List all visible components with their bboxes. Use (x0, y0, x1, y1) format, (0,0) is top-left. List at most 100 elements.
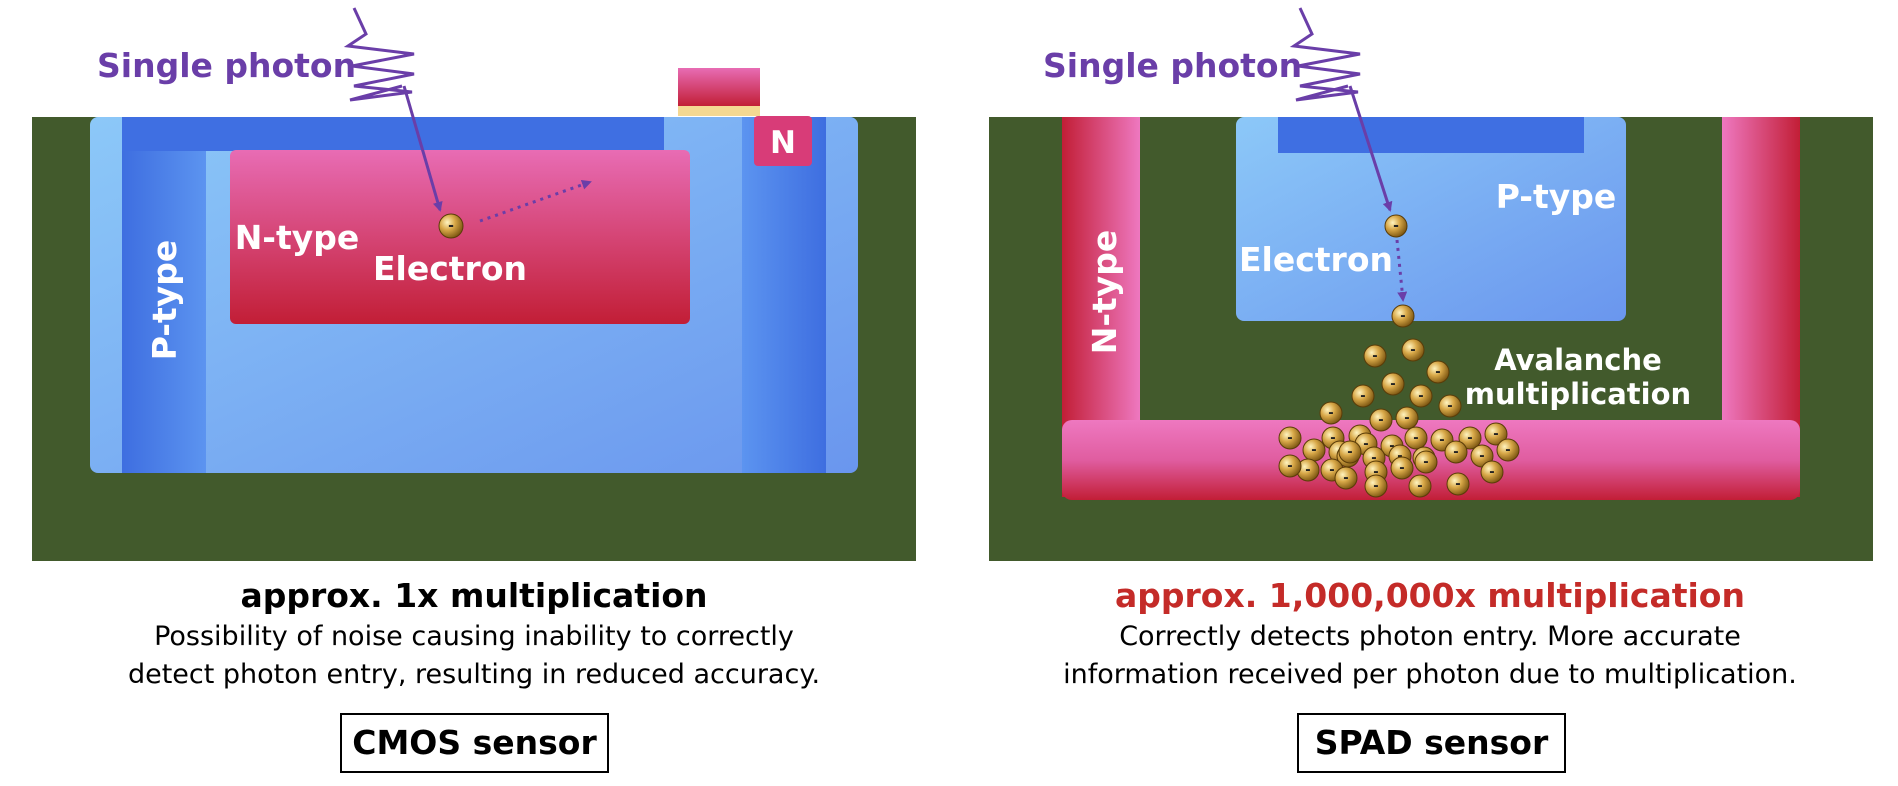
avalanche-electron: - (1363, 344, 1387, 368)
avalanche-electron: - (1446, 472, 1470, 496)
cmos-caption: approx. 1x multiplication Possibility of… (34, 576, 914, 694)
electron-drift-arrow (479, 179, 592, 223)
svg-text:-: - (1423, 455, 1428, 470)
avalanche-electron: - (1391, 304, 1415, 328)
svg-text:-: - (1287, 431, 1292, 446)
n-contact (754, 116, 812, 166)
p-type-right-column (742, 117, 826, 473)
n-contact-label: N (770, 125, 796, 161)
p-type-left-column (122, 117, 206, 473)
svg-text:-: - (1418, 389, 1423, 404)
avalanche-electron: - (1480, 460, 1504, 484)
svg-text:-: - (1389, 439, 1394, 454)
avalanche-electron: - (1381, 372, 1405, 396)
spad-description-line2: information received per photon due to m… (1063, 659, 1797, 690)
cmos-description-line2: detect photon entry, resulting in reduce… (127, 659, 821, 690)
avalanche-electron: - (1404, 426, 1428, 450)
avalanche-electron: - (1319, 401, 1343, 425)
avalanche-electron: - (1351, 384, 1375, 408)
svg-text:-: - (1399, 461, 1404, 476)
avalanche-label-line1: Avalanche (1494, 343, 1662, 377)
svg-text:-: - (1347, 445, 1352, 460)
svg-text:-: - (1467, 431, 1472, 446)
svg-text:-: - (1390, 377, 1395, 392)
electron-label-right: Electron (1239, 240, 1393, 279)
svg-text:-: - (1489, 465, 1494, 480)
electron-fall-arrow (1395, 239, 1408, 302)
avalanche-electron: - (1438, 394, 1462, 418)
svg-text:-: - (1413, 431, 1418, 446)
svg-text:-: - (1372, 349, 1377, 364)
svg-text:-: - (1305, 463, 1310, 478)
svg-text:-: - (1410, 343, 1415, 358)
avalanche-label-line2: multiplication (1465, 377, 1691, 411)
svg-text:-: - (1373, 479, 1378, 494)
cmos-diagram: N P-type N-type Electron Single photon - (32, 7, 916, 561)
svg-text:-: - (1439, 433, 1444, 448)
svg-text:-: - (1400, 309, 1405, 324)
svg-text:-: - (1435, 365, 1440, 380)
p-type-top-band-right (1278, 117, 1584, 153)
avalanche-electron: - (1338, 440, 1362, 464)
transfer-gate-oxide (678, 104, 760, 116)
spad-description-line1: Correctly detects photon entry. More acc… (1119, 621, 1741, 652)
electron-label-left: Electron (373, 249, 527, 288)
spad-diagram: N-type P-type Electron Avalanche multipl… (989, 7, 1873, 561)
photon-wave-right (1289, 7, 1361, 102)
p-type-label-left: P-type (145, 240, 184, 361)
spad-caption: approx. 1,000,000x multiplication Correc… (990, 576, 1870, 694)
svg-text:-: - (1505, 443, 1510, 458)
svg-text:-: - (448, 218, 454, 234)
cmos-sensor-label: CMOS sensor (340, 713, 609, 773)
avalanche-electron: - (1414, 450, 1438, 474)
photon-path-right (1348, 85, 1393, 212)
svg-text:-: - (1447, 399, 1452, 414)
n-type-label-left: N-type (235, 218, 360, 257)
avalanche-electron: - (1278, 454, 1302, 478)
avalanche-electron: - (1334, 466, 1358, 490)
avalanche-electron: - (1302, 438, 1326, 462)
svg-text:-: - (1373, 465, 1378, 480)
avalanche-electron: - (1426, 360, 1450, 384)
avalanche-electron: - (1408, 474, 1432, 498)
electron-left: - (438, 213, 464, 239)
avalanche-electron: - (1401, 338, 1425, 362)
avalanche-electron: - (1484, 422, 1508, 446)
n-type-region-left (230, 150, 690, 324)
svg-text:-: - (1343, 471, 1348, 486)
svg-text:-: - (1329, 463, 1334, 478)
svg-text:-: - (1453, 445, 1458, 460)
svg-text:-: - (1371, 451, 1376, 466)
svg-text:-: - (1455, 477, 1460, 492)
avalanche-electron: - (1409, 384, 1433, 408)
avalanche-electron: - (1390, 456, 1414, 480)
svg-text:-: - (1479, 449, 1484, 464)
transfer-gate (678, 68, 760, 106)
p-type-label-right: P-type (1496, 177, 1617, 216)
electron-right-incoming: - (1384, 214, 1408, 238)
svg-text:-: - (1360, 389, 1365, 404)
p-type-top-band (122, 117, 664, 151)
n-type-label-right: N-type (1085, 230, 1124, 355)
photon-label-left: Single photon (97, 46, 356, 85)
cmos-description-line1: Possibility of noise causing inability t… (154, 621, 794, 652)
spad-sensor-label: SPAD sensor (1297, 713, 1566, 773)
avalanche-electron: - (1369, 408, 1393, 432)
svg-text:-: - (1311, 443, 1316, 458)
svg-text:-: - (1397, 449, 1402, 464)
svg-text:-: - (1363, 437, 1368, 452)
avalanche-electron: - (1444, 440, 1468, 464)
svg-text:-: - (1330, 431, 1335, 446)
svg-text:-: - (1378, 413, 1383, 428)
svg-text:-: - (1287, 459, 1292, 474)
photon-wave-left (343, 7, 415, 102)
p-type-region-right (1236, 117, 1626, 321)
avalanche-electrons: ----------------------------------------… (1278, 304, 1520, 498)
photon-path-left (402, 85, 443, 212)
avalanche-electron: - (1496, 438, 1520, 462)
cmos-multiplication-title: approx. 1x multiplication (240, 576, 708, 615)
svg-text:-: - (1417, 479, 1422, 494)
avalanche-electron: - (1395, 406, 1419, 430)
photon-label-right: Single photon (1043, 46, 1302, 85)
